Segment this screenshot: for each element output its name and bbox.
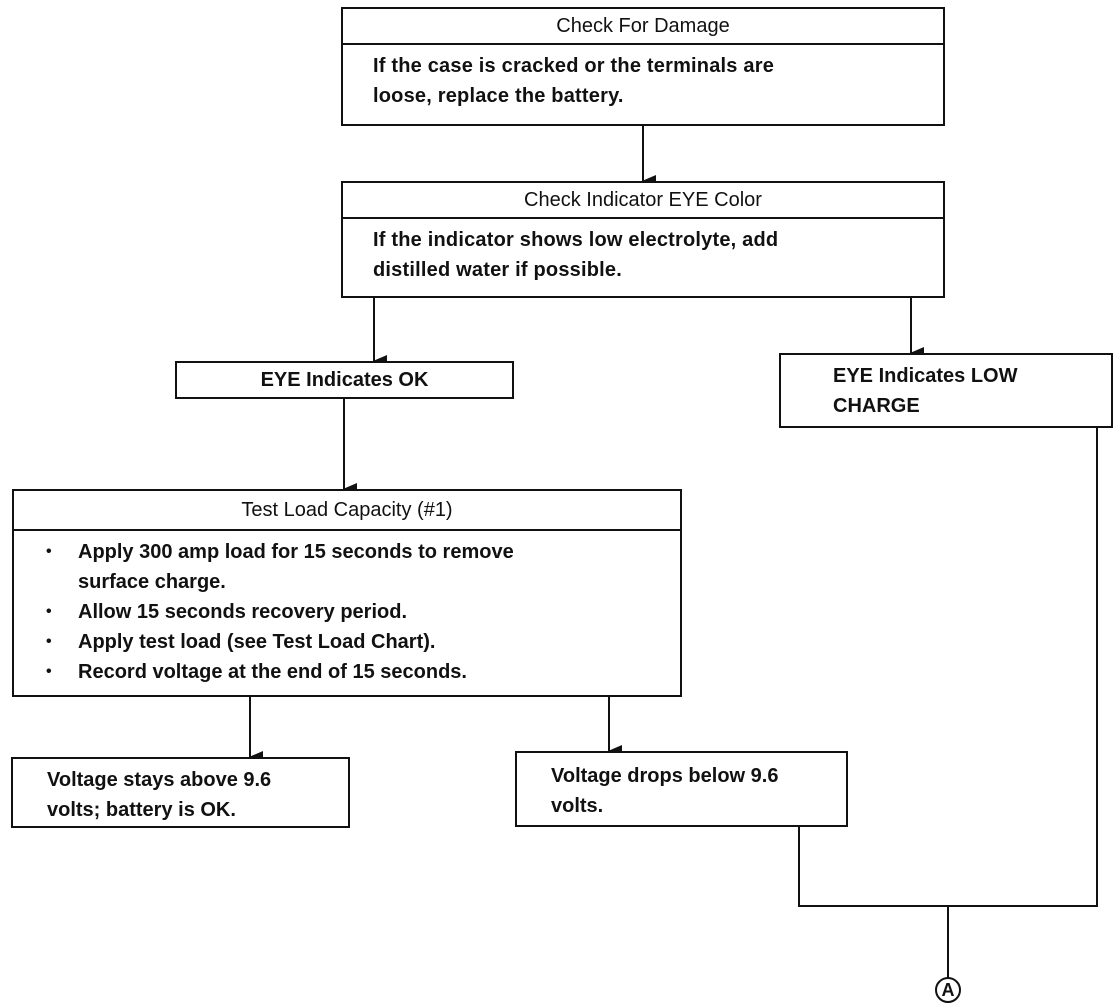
check-indicator-title: Check Indicator EYE Color <box>343 183 943 219</box>
eye-low-box: EYE Indicates LOW CHARGE <box>779 353 1113 428</box>
voltage-above-text: Voltage stays above 9.6 volts; battery i… <box>13 759 348 825</box>
line-below-to-join <box>798 427 1098 907</box>
test-load-step-4-text: Record voltage at the end of 15 seconds. <box>78 661 467 683</box>
check-for-damage-line2: loose, replace the battery. <box>373 85 624 107</box>
voltage-above-line2: volts; battery is OK. <box>47 799 236 821</box>
test-load-step-2: Allow 15 seconds recovery period. <box>14 597 680 627</box>
test-load-step-3-text: Apply test load (see Test Load Chart). <box>78 631 436 653</box>
voltage-above-box: Voltage stays above 9.6 volts; battery i… <box>11 757 350 828</box>
connector-a: A <box>935 977 961 1003</box>
check-for-damage-title: Check For Damage <box>343 9 943 45</box>
check-for-damage-line1: If the case is cracked or the terminals … <box>373 55 775 77</box>
check-indicator-text: If the indicator shows low electrolyte, … <box>343 219 943 285</box>
voltage-below-box: Voltage drops below 9.6 volts. <box>515 751 848 827</box>
test-load-step-3: Apply test load (see Test Load Chart). <box>14 627 680 657</box>
test-load-box: Test Load Capacity (#1) Apply 300 amp lo… <box>12 489 682 697</box>
test-load-step-2-text: Allow 15 seconds recovery period. <box>78 601 408 623</box>
test-load-step-1: Apply 300 amp load for 15 seconds to rem… <box>14 537 680 567</box>
eye-ok-label: EYE Indicates OK <box>260 369 429 391</box>
test-load-step-1-line2: surface charge. <box>78 571 226 593</box>
test-load-title: Test Load Capacity (#1) <box>14 491 680 531</box>
voltage-below-line1: Voltage drops below 9.6 <box>551 765 779 787</box>
eye-ok-box: EYE Indicates OK <box>175 361 514 399</box>
check-indicator-box: Check Indicator EYE Color If the indicat… <box>341 181 945 298</box>
voltage-below-line2: volts. <box>551 795 604 817</box>
check-indicator-line1: If the indicator shows low electrolyte, … <box>373 229 779 251</box>
eye-low-line1: EYE Indicates LOW <box>833 365 1018 387</box>
eye-low-line2: CHARGE <box>833 395 920 417</box>
voltage-above-line1: Voltage stays above 9.6 <box>47 769 272 791</box>
voltage-below-text: Voltage drops below 9.6 volts. <box>517 753 846 821</box>
test-load-step-4: Record voltage at the end of 15 seconds. <box>14 657 680 687</box>
eye-low-text: EYE Indicates LOW CHARGE <box>781 355 1111 421</box>
test-load-steps: Apply 300 amp load for 15 seconds to rem… <box>14 531 680 687</box>
check-indicator-line2: distilled water if possible. <box>373 259 622 281</box>
test-load-step-1-line1: Apply 300 amp load for 15 seconds to rem… <box>78 541 514 563</box>
check-for-damage-box: Check For Damage If the case is cracked … <box>341 7 945 126</box>
check-for-damage-text: If the case is cracked or the terminals … <box>343 45 943 111</box>
